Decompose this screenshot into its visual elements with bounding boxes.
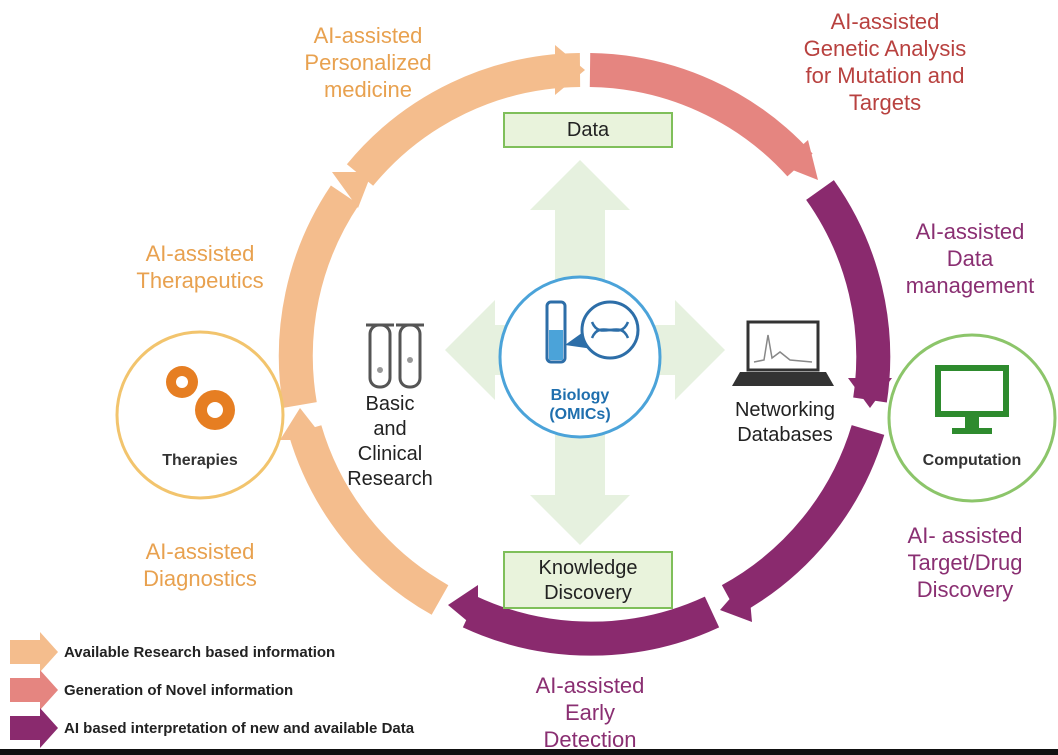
legend-arrows	[10, 632, 58, 748]
label-personalized-medicine: AI-assisted Personalized medicine	[304, 23, 432, 102]
dna-flask-icon	[545, 300, 640, 364]
arrow-diagnostics	[288, 425, 449, 615]
data-box: Data	[503, 112, 673, 148]
arrowhead-data-management	[848, 378, 892, 408]
label-diagnostics: AI-assisted Diagnostics	[143, 539, 257, 591]
arrow-early-detection	[462, 596, 720, 656]
arrow-data-management	[806, 180, 891, 403]
test-tubes-icon	[366, 323, 424, 389]
label-genetic-analysis: AI-assisted Genetic Analysis for Mutatio…	[803, 9, 967, 115]
arrow-personalized	[346, 53, 581, 186]
computation-label: Computation	[922, 452, 1022, 469]
arrowhead-personalized	[555, 45, 585, 95]
arrowhead-early-detection	[448, 585, 478, 630]
networking-databases-label: Networking Databases	[734, 399, 836, 446]
arrowhead-target-drug	[720, 578, 752, 622]
legend-label-novel: Generation of Novel information	[64, 681, 294, 699]
arrowhead-therapeutics	[332, 172, 372, 208]
arrow-genetic	[589, 53, 813, 177]
label-therapeutics: AI-assisted Therapeutics	[136, 241, 264, 293]
arrow-target-drug	[721, 424, 885, 615]
label-early-detection: AI-assisted Early Detection	[535, 673, 645, 752]
legend-item-ai: AI based interpretation of new and avail…	[58, 715, 414, 741]
arrowhead-diagnostics	[280, 408, 325, 440]
label-data-management: AI-assisted Data management	[905, 219, 1035, 298]
bottom-border	[0, 749, 1058, 755]
laptop-chart-icon	[732, 320, 834, 386]
monitor-icon	[935, 365, 1009, 434]
basic-clinical-research-label: Basic and Clinical Research	[347, 393, 433, 490]
legend-item-novel: Generation of Novel information	[58, 677, 293, 703]
legend-item-research: Available Research based information	[58, 639, 335, 665]
therapies-label: Therapies	[162, 452, 238, 469]
legend-label-ai: AI based interpretation of new and avail…	[64, 719, 415, 737]
arrowhead-genetic	[780, 140, 818, 180]
center-biology-label: Biology (OMICs)	[549, 387, 611, 423]
arrow-therapeutics	[278, 185, 360, 408]
label-target-drug-discovery: AI- assisted Target/Drug Discovery	[907, 523, 1023, 602]
knowledge-discovery-box: Knowledge Discovery	[503, 551, 673, 609]
gears-icon	[166, 366, 235, 430]
legend-label-research: Available Research based information	[64, 643, 336, 661]
